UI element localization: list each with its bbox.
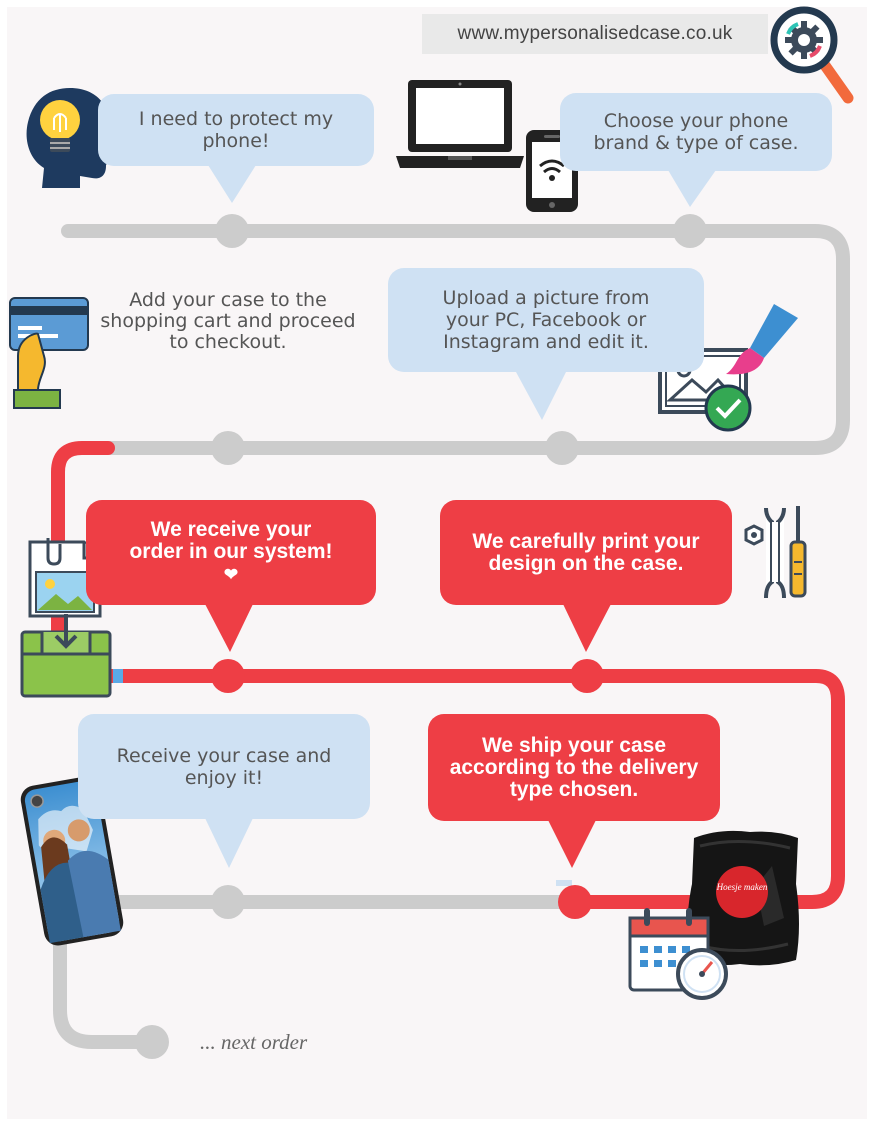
website-url[interactable]: www.mypersonalisedcase.co.uk: [422, 14, 768, 54]
bubble-tail: [516, 372, 566, 420]
step-choose-text: Choose your phone brand & type of case.: [593, 110, 799, 154]
heart-icon: ❤: [223, 565, 239, 584]
connector-mark: [556, 880, 572, 886]
node: [570, 659, 604, 693]
magnifier-gear-icon: [770, 6, 854, 104]
step-protect-text: I need to protect my phone!: [138, 108, 334, 152]
head-lightbulb-icon: [26, 88, 114, 188]
bubble-ship-case: We ship your case according to the deliv…: [428, 714, 720, 821]
credit-card-hand-icon: [9, 297, 89, 409]
node: [211, 659, 245, 693]
bubble-receive-case: Receive your case and enjoy it!: [78, 714, 370, 819]
bubble-receive-order: We receive your order in our system! ❤: [86, 500, 376, 605]
step-print-text: We carefully print your design on the ca…: [472, 529, 700, 575]
connector-mark: [113, 669, 123, 683]
step-receive-order-text: We receive your order in our system!: [129, 518, 333, 563]
bubble-choose-phone: Choose your phone brand & type of case.: [560, 93, 832, 171]
step-add-to-cart-text: Add your case to the shopping cart and p…: [100, 289, 356, 353]
red-path-middle: [51, 441, 845, 909]
node: [211, 431, 245, 465]
package-label: Hoesje maken: [716, 882, 768, 892]
bubble-tail: [668, 170, 716, 207]
step-receive-case-text: Receive your case and enjoy it!: [116, 744, 332, 789]
bubble-protect-phone: I need to protect my phone!: [98, 94, 374, 166]
next-order-text: ... next order: [200, 1030, 308, 1054]
image-brush-check-icon: [658, 304, 798, 432]
bubble-tail: [563, 604, 611, 652]
step-upload-text: Upload a picture from your PC, Facebook …: [442, 287, 650, 353]
bubble-tail: [205, 818, 253, 868]
step-ship-text: We ship your case according to the deliv…: [449, 733, 699, 801]
node: [558, 885, 592, 919]
bubble-tail: [208, 165, 256, 203]
bubble-tail: [205, 604, 253, 652]
calendar-clock-icon: [628, 908, 728, 1000]
wrench-screwdriver-icon: [744, 506, 807, 599]
node: [135, 1025, 169, 1059]
package-bag-icon: Hoesje maken: [687, 830, 799, 966]
step-receive-order-wrapper: We receive your order in our system! ❤: [126, 519, 336, 586]
node: [215, 214, 249, 248]
node: [545, 431, 579, 465]
bubble-tail: [548, 820, 596, 868]
bubble-upload-picture: Upload a picture from your PC, Facebook …: [388, 268, 704, 372]
node: [211, 885, 245, 919]
bubble-print-design: We carefully print your design on the ca…: [440, 500, 732, 605]
laptop-icon: [396, 80, 524, 168]
node: [673, 214, 707, 248]
grey-path-tail: [53, 923, 159, 1049]
grey-path-top: [61, 224, 850, 455]
